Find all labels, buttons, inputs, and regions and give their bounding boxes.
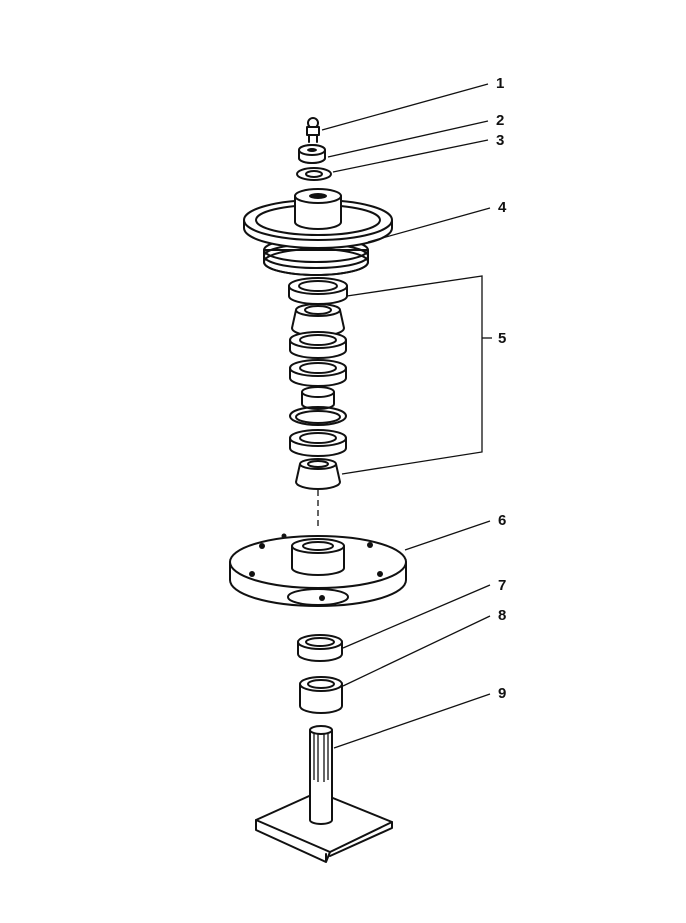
callout-8: 8 bbox=[498, 607, 506, 624]
part-2-nut bbox=[298, 144, 326, 164]
callout-6: 6 bbox=[498, 512, 506, 529]
callout-7: 7 bbox=[498, 577, 506, 594]
callout-3: 3 bbox=[496, 132, 504, 149]
callout-labels: 1 2 3 4 5 6 7 8 9 bbox=[496, 75, 507, 702]
leader-lines bbox=[321, 83, 492, 749]
part-1-grease-fitting bbox=[306, 117, 320, 143]
callout-9: 9 bbox=[498, 685, 506, 702]
part-8-collar bbox=[299, 676, 343, 714]
part-5-bearing-set bbox=[288, 277, 348, 490]
part-7-seal bbox=[297, 634, 343, 662]
part-4-pulley bbox=[243, 188, 393, 276]
callout-5: 5 bbox=[498, 330, 506, 347]
part-3-washer bbox=[296, 167, 332, 181]
callout-4: 4 bbox=[498, 199, 507, 216]
callout-2: 2 bbox=[496, 112, 504, 129]
callout-1: 1 bbox=[496, 75, 504, 92]
part-9-spindle bbox=[255, 725, 393, 863]
part-6-housing bbox=[229, 533, 407, 607]
